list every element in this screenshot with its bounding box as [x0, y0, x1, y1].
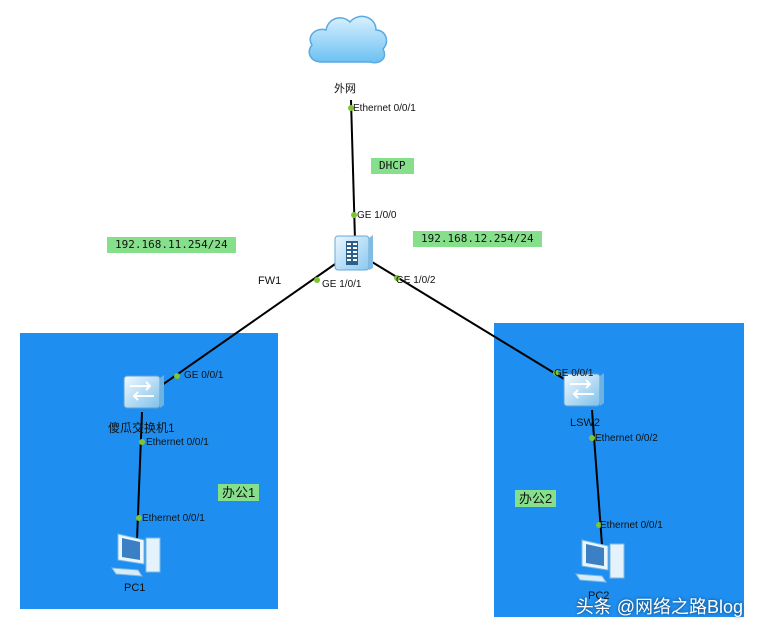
port-label-switch2-up: GE 0/0/1 — [554, 368, 594, 379]
port-dot-switch1-up — [174, 373, 180, 379]
port-dot-fw-up — [351, 212, 357, 218]
port-label-fw-up: GE 1/0/0 — [357, 210, 397, 221]
port-dot-cloud — [348, 105, 354, 111]
port-label-switch1-up: GE 0/0/1 — [184, 370, 224, 381]
port-label-pc2: Ethernet 0/0/1 — [600, 520, 663, 531]
firewall-icon[interactable] — [333, 232, 375, 274]
link-fw-switch2[interactable] — [371, 261, 575, 386]
port-dot-switch1-down — [139, 439, 145, 445]
note-right-subnet[interactable]: 192.168.12.254/24 — [413, 231, 542, 247]
switch2-icon[interactable] — [562, 370, 606, 410]
port-label-switch2-down: Ethernet 0/0/2 — [595, 433, 658, 444]
note-left-subnet[interactable]: 192.168.11.254/24 — [107, 237, 236, 253]
port-label-fw-left: GE 1/0/1 — [322, 279, 362, 290]
zone-label-office2[interactable]: 办公2 — [515, 490, 557, 507]
port-label-switch1-down: Ethernet 0/0/1 — [146, 437, 209, 448]
link-cloud-fw[interactable] — [350, 99, 356, 241]
note-dhcp[interactable]: DHCP — [371, 158, 414, 174]
port-dot-fw-right — [394, 275, 400, 281]
port-label-pc1: Ethernet 0/0/1 — [142, 513, 205, 524]
pc2-name: PC2 — [588, 590, 610, 602]
link-fw-switch1[interactable] — [161, 261, 339, 386]
port-label-cloud: Ethernet 0/0/1 — [353, 103, 416, 114]
switch1-name: 傻瓜交换机1 — [108, 421, 175, 435]
cloud-name: 外网 — [334, 83, 356, 95]
watermark: 头条 @网络之路Blog — [575, 597, 743, 617]
port-dot-switch2-down — [589, 435, 595, 441]
port-label-fw-right: GE 1/0/2 — [396, 275, 436, 286]
zone-label-office1[interactable]: 办公1 — [218, 484, 260, 501]
port-dot-switch2-up — [553, 370, 559, 376]
pc1-icon[interactable] — [108, 530, 164, 580]
cloud-icon[interactable] — [304, 8, 390, 72]
pc2-icon[interactable] — [572, 536, 628, 586]
pc1-name: PC1 — [124, 582, 146, 594]
switch1-icon[interactable] — [122, 372, 166, 412]
port-dot-fw-left — [314, 277, 320, 283]
port-dot-pc2 — [596, 522, 602, 528]
firewall-name: FW1 — [258, 275, 282, 287]
port-dot-pc1 — [136, 515, 142, 521]
switch2-name: LSW2 — [570, 417, 600, 429]
